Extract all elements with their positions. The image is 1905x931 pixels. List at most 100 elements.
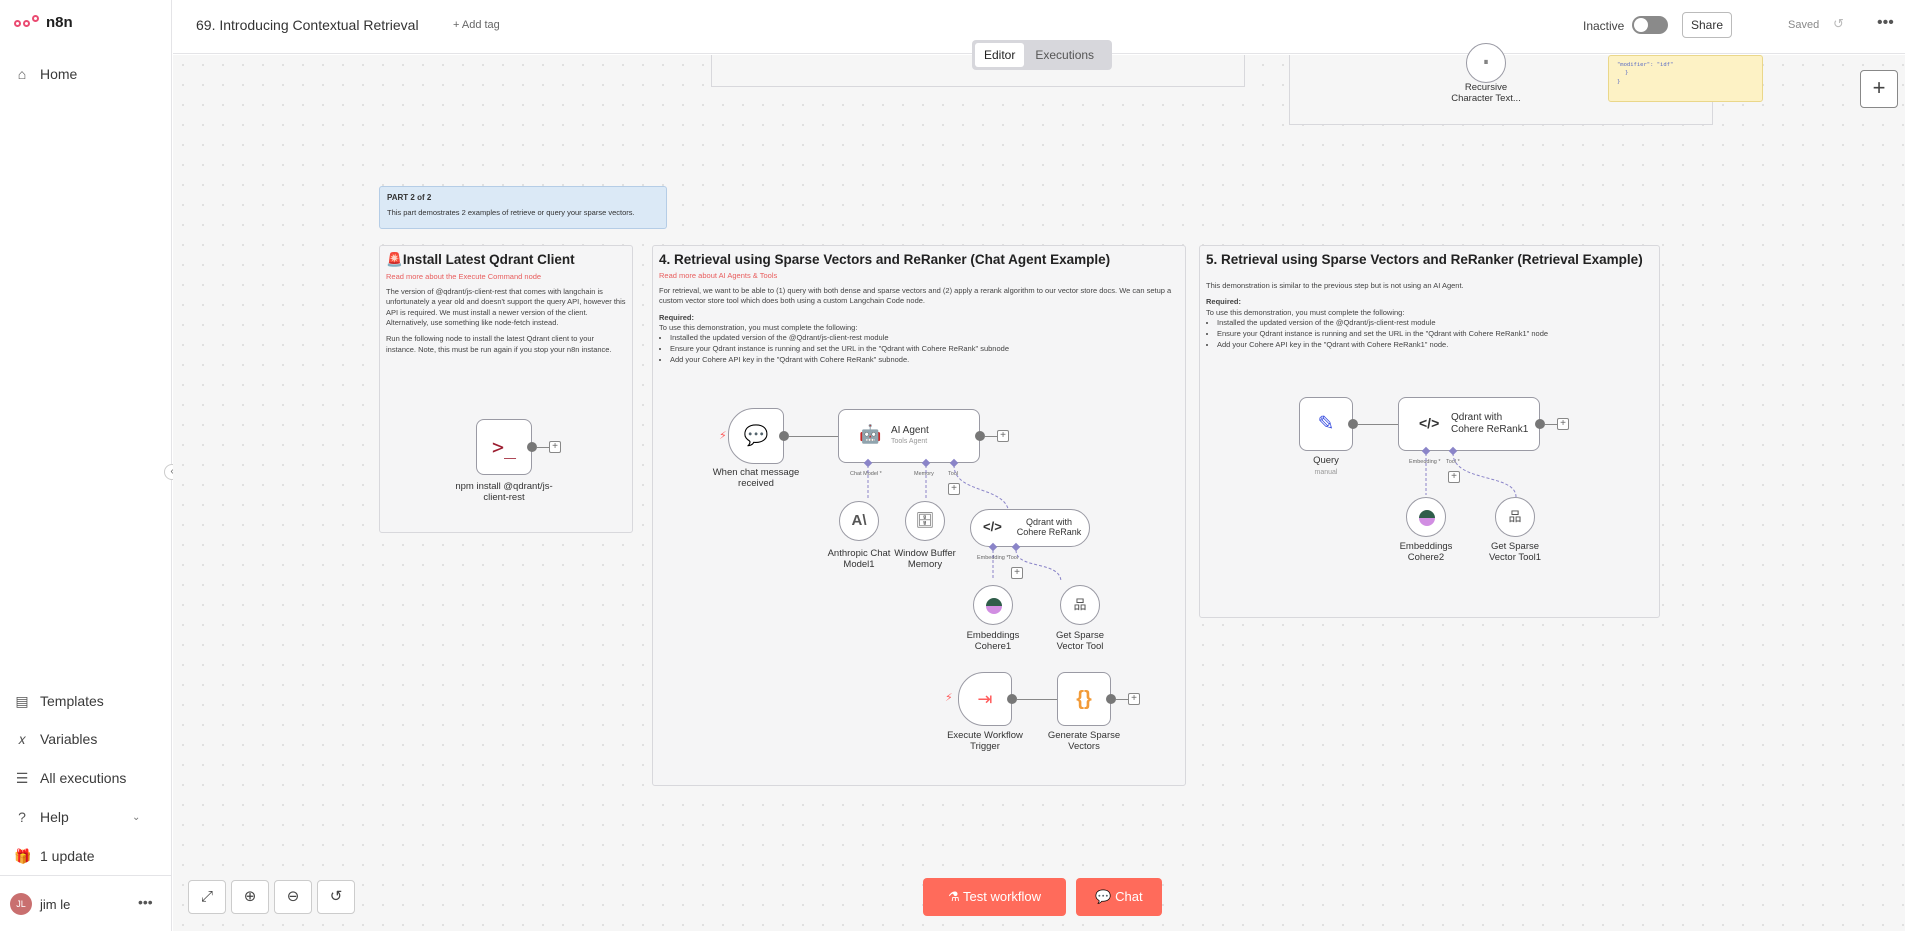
subnode-connections — [867, 465, 1010, 516]
edge — [789, 436, 847, 437]
sparse-vector-tool1-node[interactable]: 品 — [1495, 497, 1535, 537]
saved-status: Saved — [1788, 19, 1820, 31]
chat-icon: 💬 — [1095, 889, 1112, 904]
add-node-button[interactable]: + — [1128, 693, 1140, 705]
sidebar-item-label: 1 update — [40, 848, 95, 864]
view-tabs: Editor Executions — [972, 40, 1112, 70]
install-title-text: Install Latest Qdrant Client — [402, 252, 575, 267]
embeddings-cohere2-label: Embeddings Cohere2 — [1399, 541, 1453, 563]
active-toggle[interactable] — [1632, 16, 1668, 34]
cohere-icon — [986, 598, 1002, 614]
tool-conn-label: Tool — [948, 471, 959, 477]
add-tool-button[interactable]: + — [948, 483, 960, 495]
sidebar-item-variables[interactable]: 𝑥 Variables — [14, 727, 154, 751]
sidebar-item-all-executions[interactable]: ☰ All executions — [14, 766, 154, 790]
embedding-conn-label: Embedding * — [1409, 459, 1441, 465]
chat-trigger-label: When chat message received — [712, 467, 800, 489]
trigger-bolt-icon: ⚡ — [945, 692, 953, 704]
ai-agent-node[interactable]: 🤖 AI Agent Tools Agent — [838, 409, 980, 463]
avatar[interactable]: JL — [10, 893, 32, 915]
pencil-icon: ✎ — [1317, 413, 1335, 435]
output-handle[interactable] — [1106, 694, 1116, 704]
output-handle[interactable] — [527, 442, 537, 452]
output-handle[interactable] — [1535, 419, 1545, 429]
n8n-logo-icon — [14, 14, 40, 31]
edge — [1545, 424, 1557, 425]
workflow-title[interactable]: 69. Introducing Contextual Retrieval — [196, 17, 419, 33]
install-sticky[interactable]: 🚨Install Latest Qdrant Client Read more … — [379, 245, 633, 533]
req-label: Required: — [1206, 297, 1242, 307]
workflow-canvas[interactable]: ⏸ Recursive Character Text... "modifier"… — [173, 43, 1905, 931]
add-tool-button-2[interactable]: + — [1011, 567, 1023, 579]
cohere-icon — [1419, 510, 1435, 526]
add-tag-button[interactable]: + Add tag — [453, 19, 500, 31]
section4-list: Installed the updated version of the @Qd… — [670, 333, 1179, 366]
more-options-icon[interactable]: ••• — [1877, 14, 1894, 31]
recursive-splitter-node[interactable]: ⏸ — [1466, 43, 1506, 83]
npm-install-node[interactable]: >_ — [476, 419, 532, 475]
section4-link[interactable]: Read more about AI Agents & Tools — [659, 271, 778, 280]
query-node[interactable]: ✎ — [1299, 397, 1353, 451]
history-icon[interactable]: ↺ — [1833, 16, 1844, 31]
tool-conn-label: Tool * — [1446, 459, 1460, 465]
qdrant-rerank-node[interactable]: </> Qdrant with Cohere ReRank — [970, 509, 1090, 547]
chat-label: Chat — [1115, 889, 1143, 904]
output-handle[interactable] — [779, 431, 789, 441]
window-buffer-memory-node[interactable]: 🗄 — [905, 501, 945, 541]
chat-trigger-node[interactable]: 💬 — [728, 408, 784, 464]
output-handle[interactable] — [1348, 419, 1358, 429]
user-menu-icon[interactable]: ••• — [138, 894, 153, 910]
chat-model-conn-label: Chat Model * — [850, 471, 882, 477]
output-handle[interactable] — [975, 431, 985, 441]
ai-agent-sub: Tools Agent — [891, 438, 928, 445]
zoom-out-button[interactable]: ⊖ — [274, 880, 312, 914]
tab-editor[interactable]: Editor — [975, 43, 1025, 67]
embeddings-cohere1-node[interactable] — [973, 585, 1013, 625]
memory-conn-label: Memory — [914, 471, 934, 477]
n8n-logo[interactable]: n8n — [14, 14, 73, 31]
list-item: Installed the updated version of the @Qd… — [1217, 318, 1653, 329]
section4-p1: For retrieval, we want to be able to (1)… — [659, 286, 1172, 306]
add-node-button[interactable]: + — [1557, 418, 1569, 430]
execute-workflow-trigger-node[interactable]: ⇥ — [958, 672, 1012, 726]
add-tool-button[interactable]: + — [1448, 471, 1460, 483]
zoom-in-button[interactable]: ⊕ — [231, 880, 269, 914]
memory-label: Window Buffer Memory — [894, 548, 956, 570]
sidebar-item-templates[interactable]: ▤ Templates — [14, 689, 154, 713]
add-node-button[interactable]: + — [997, 430, 1009, 442]
anthropic-chat-model-node[interactable]: A\ — [839, 501, 879, 541]
status-label: Inactive — [1583, 19, 1625, 33]
reset-zoom-button[interactable]: ↺ — [317, 880, 355, 914]
help-icon: ? — [18, 809, 26, 825]
query-label-text: Query — [1313, 455, 1339, 466]
zoom-to-fit-button[interactable]: ⤢ — [188, 880, 226, 914]
section4-title: 4. Retrieval using Sparse Vectors and Re… — [659, 252, 1111, 267]
qdrant-rerank1-node[interactable]: </> Qdrant with Cohere ReRank1 — [1398, 397, 1540, 451]
test-workflow-button[interactable]: ⚗ Test workflow — [923, 878, 1066, 916]
sidebar-item-home[interactable]: ⌂ Home — [14, 62, 154, 86]
edge — [1116, 699, 1128, 700]
code-note: "modifier": "idf" } } — [1608, 55, 1763, 102]
chat-button[interactable]: 💬 Chat — [1076, 878, 1162, 916]
variables-icon: 𝑥 — [18, 730, 26, 747]
install-link[interactable]: Read more about the Execute Command node — [386, 272, 542, 281]
code-line: "modifier": "idf" — [1617, 62, 1674, 68]
embeddings-cohere2-node[interactable] — [1406, 497, 1446, 537]
sidebar-divider — [0, 875, 172, 876]
edge — [1017, 699, 1061, 700]
sidebar-item-update[interactable]: 🎁 1 update — [14, 844, 154, 868]
sidebar-item-help[interactable]: ? Help ⌄ — [14, 805, 154, 829]
tab-executions[interactable]: Executions — [1035, 48, 1095, 62]
list-item: Installed the updated version of the @Qd… — [670, 333, 1179, 344]
share-button[interactable]: Share — [1682, 12, 1732, 38]
trigger-bolt-icon: ⚡ — [719, 430, 727, 442]
add-node-button[interactable]: + — [549, 441, 561, 453]
add-node-panel-button[interactable]: + — [1860, 70, 1898, 108]
query-label: Query manual — [1286, 455, 1366, 478]
output-handle[interactable] — [1007, 694, 1017, 704]
sparse-vector-tool-node[interactable]: 品 — [1060, 585, 1100, 625]
list-item: Ensure your Qdrant instance is running a… — [1217, 329, 1653, 340]
part-note[interactable]: PART 2 of 2 This part demostrates 2 exam… — [379, 186, 667, 229]
part-note-text: This part demostrates 2 examples of retr… — [387, 208, 635, 217]
generate-sparse-vectors-node[interactable]: {} — [1057, 672, 1111, 726]
